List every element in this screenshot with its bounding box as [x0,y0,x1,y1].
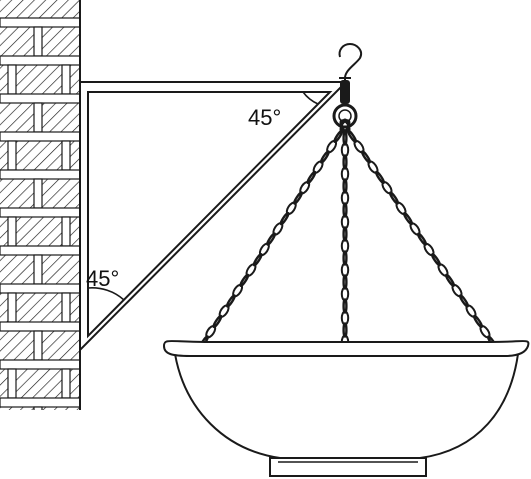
planter-bowl [162,340,530,477]
mortar-bed-joint [0,245,80,256]
mortar-bed-joint [0,93,80,104]
mortar-head-joint [62,445,70,474]
mortar-head-joint [33,330,43,361]
hook [338,42,362,98]
mortar-head-joint [7,216,17,247]
ring [332,103,358,129]
mortar-bed-joint [0,283,80,294]
mortar-head-joint [61,140,71,171]
mortar-bed-joint [0,55,80,66]
mortar-bed-joint [0,397,80,408]
mortar-head-joint [8,445,16,474]
mortar-head-joint [7,140,17,171]
mortar-head-joint [33,254,43,285]
ring-link [340,80,350,104]
mortar-head-joint [7,64,17,95]
mortar-bed-joint [0,207,80,218]
mortar-bed-joint [0,359,80,370]
hanging-ring [332,80,358,129]
chain [339,119,498,349]
bowl-body [173,353,520,459]
mortar-head-joint [33,406,43,410]
mortar-head-joint [7,368,17,399]
wall-bracket [79,81,349,353]
mortar-bed-joint [0,131,80,142]
mortar-head-joint [61,368,71,399]
chain [340,118,350,350]
mortar-head-joint [61,292,71,323]
wall-mortar [0,17,80,474]
bowl-base [269,457,427,477]
bracket-outer [79,81,349,353]
mortar-bed-joint [0,436,80,445]
mortar-head-joint [33,26,43,57]
upper-angle-label: 45° [248,105,281,130]
hook-shape [338,42,362,98]
mortar-bed-joint [0,321,80,332]
mortar-bed-joint [0,169,80,180]
mortar-bed-joint [0,17,80,28]
bowl-rim [162,340,530,357]
mortar-head-joint [7,292,17,323]
mortar-head-joint [33,102,43,133]
chains [199,118,498,350]
bracket-inner [87,91,333,339]
mortar-head-joint [33,178,43,209]
brick-wall [0,0,80,474]
upper-angle-arc [302,91,319,105]
mortar-head-joint [61,216,71,247]
mortar-head-joint [61,64,71,95]
lower-angle-arc [87,287,125,301]
lower-angle-label: 45° [86,266,119,291]
